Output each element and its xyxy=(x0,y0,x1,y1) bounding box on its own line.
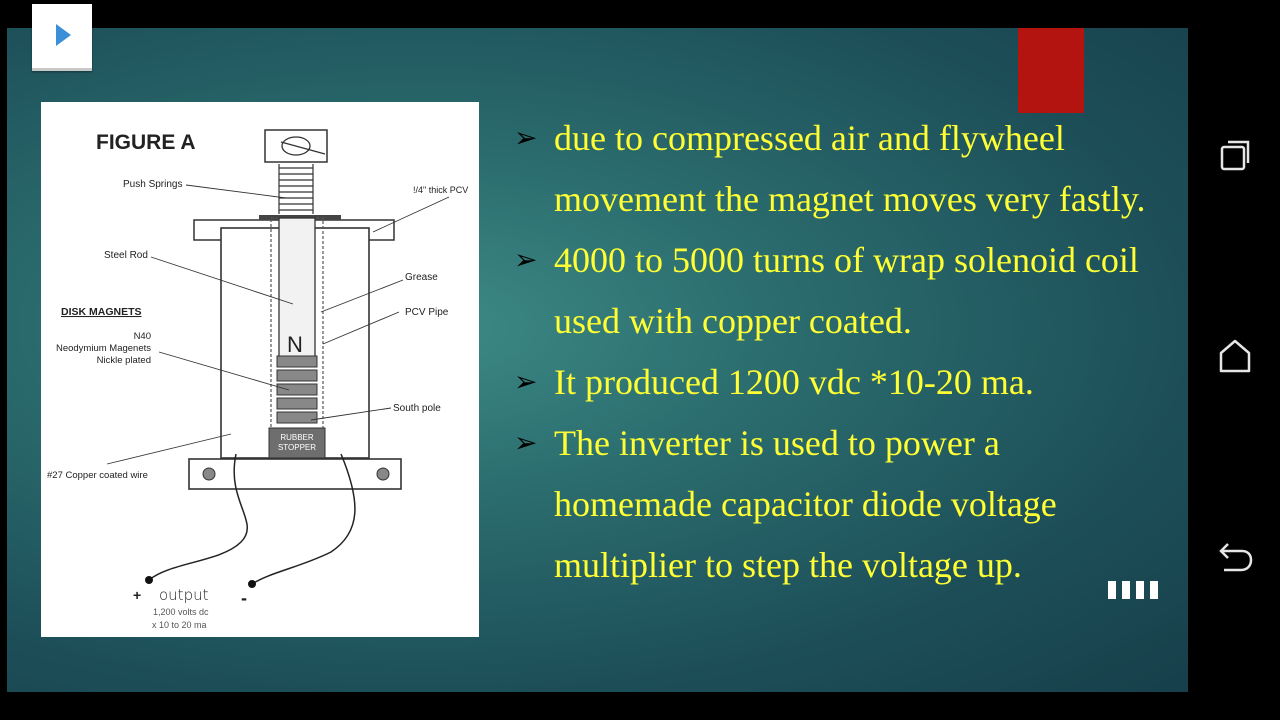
push-springs-label: Push Springs xyxy=(123,179,182,190)
steel-rod-label: Steel Rod xyxy=(104,250,148,261)
play-icon xyxy=(56,24,71,46)
disk-magnets-label: DISK MAGNETS xyxy=(61,306,142,318)
bullet-arrow-icon: ➢ xyxy=(514,367,538,398)
bullet-text: The inverter is used to power a homemade… xyxy=(554,423,1057,585)
north-label: N xyxy=(287,332,303,357)
neodymium-label: Neodymium Magenets xyxy=(56,343,151,354)
n40-label: N40 xyxy=(134,331,151,342)
rubber-label: RUBBER xyxy=(280,433,314,442)
pcv-thick-label: !/4" thick PCV xyxy=(413,185,468,195)
back-icon xyxy=(1219,543,1253,572)
copper-wire-label: #27 Copper coated wire xyxy=(47,470,148,481)
bullet-text: It produced 1200 vdc *10-20 ma. xyxy=(554,362,1034,402)
indicator-bar xyxy=(1136,581,1144,599)
figure-a-diagram: FIGURE A N xyxy=(41,102,479,637)
slide: FIGURE A N xyxy=(7,28,1188,692)
bullet-arrow-icon: ➢ xyxy=(514,428,538,459)
bullet-arrow-icon: ➢ xyxy=(514,123,538,154)
home-button[interactable] xyxy=(1218,338,1252,373)
nickle-label: Nickle plated xyxy=(97,355,151,366)
slide-menu-indicator[interactable] xyxy=(1108,581,1158,599)
play-button[interactable] xyxy=(32,4,92,71)
bullet-item: ➢ The inverter is used to power a homemad… xyxy=(510,413,1150,596)
plus-label: + xyxy=(133,587,141,603)
bullet-item: ➢ It produced 1200 vdc *10-20 ma. xyxy=(510,352,1150,413)
recents-icon xyxy=(1220,140,1250,171)
indicator-bar xyxy=(1108,581,1116,599)
indicator-bar xyxy=(1122,581,1130,599)
recents-button[interactable] xyxy=(1218,138,1252,172)
ma-label: x 10 to 20 ma xyxy=(152,620,207,630)
grease-label: Grease xyxy=(405,272,438,283)
home-icon xyxy=(1219,339,1251,373)
bullet-item: ➢ 4000 to 5000 turns of wrap solenoid coi… xyxy=(510,230,1150,352)
output-label: output xyxy=(159,586,209,604)
bullet-list: ➢ due to compressed air and flywheel move… xyxy=(510,108,1150,596)
indicator-bar xyxy=(1150,581,1158,599)
figure-title: FIGURE A xyxy=(96,131,196,154)
bullet-arrow-icon: ➢ xyxy=(514,245,538,276)
back-button[interactable] xyxy=(1218,540,1253,574)
bullet-text: due to compressed air and flywheel movem… xyxy=(554,118,1146,219)
stopper-label: STOPPER xyxy=(278,443,316,452)
bullet-item: ➢ due to compressed air and flywheel move… xyxy=(510,108,1150,230)
solenoid-diagram-svg: FIGURE A N xyxy=(47,129,468,630)
minus-label: - xyxy=(241,588,247,608)
android-nav-bar xyxy=(1188,0,1280,720)
volts-label: 1,200 volts dc xyxy=(153,607,209,617)
bullet-text: 4000 to 5000 turns of wrap solenoid coil… xyxy=(554,240,1139,341)
red-accent-tab xyxy=(1018,28,1084,113)
south-pole-label: South pole xyxy=(393,403,441,414)
pcv-pipe-label: PCV Pipe xyxy=(405,307,449,318)
